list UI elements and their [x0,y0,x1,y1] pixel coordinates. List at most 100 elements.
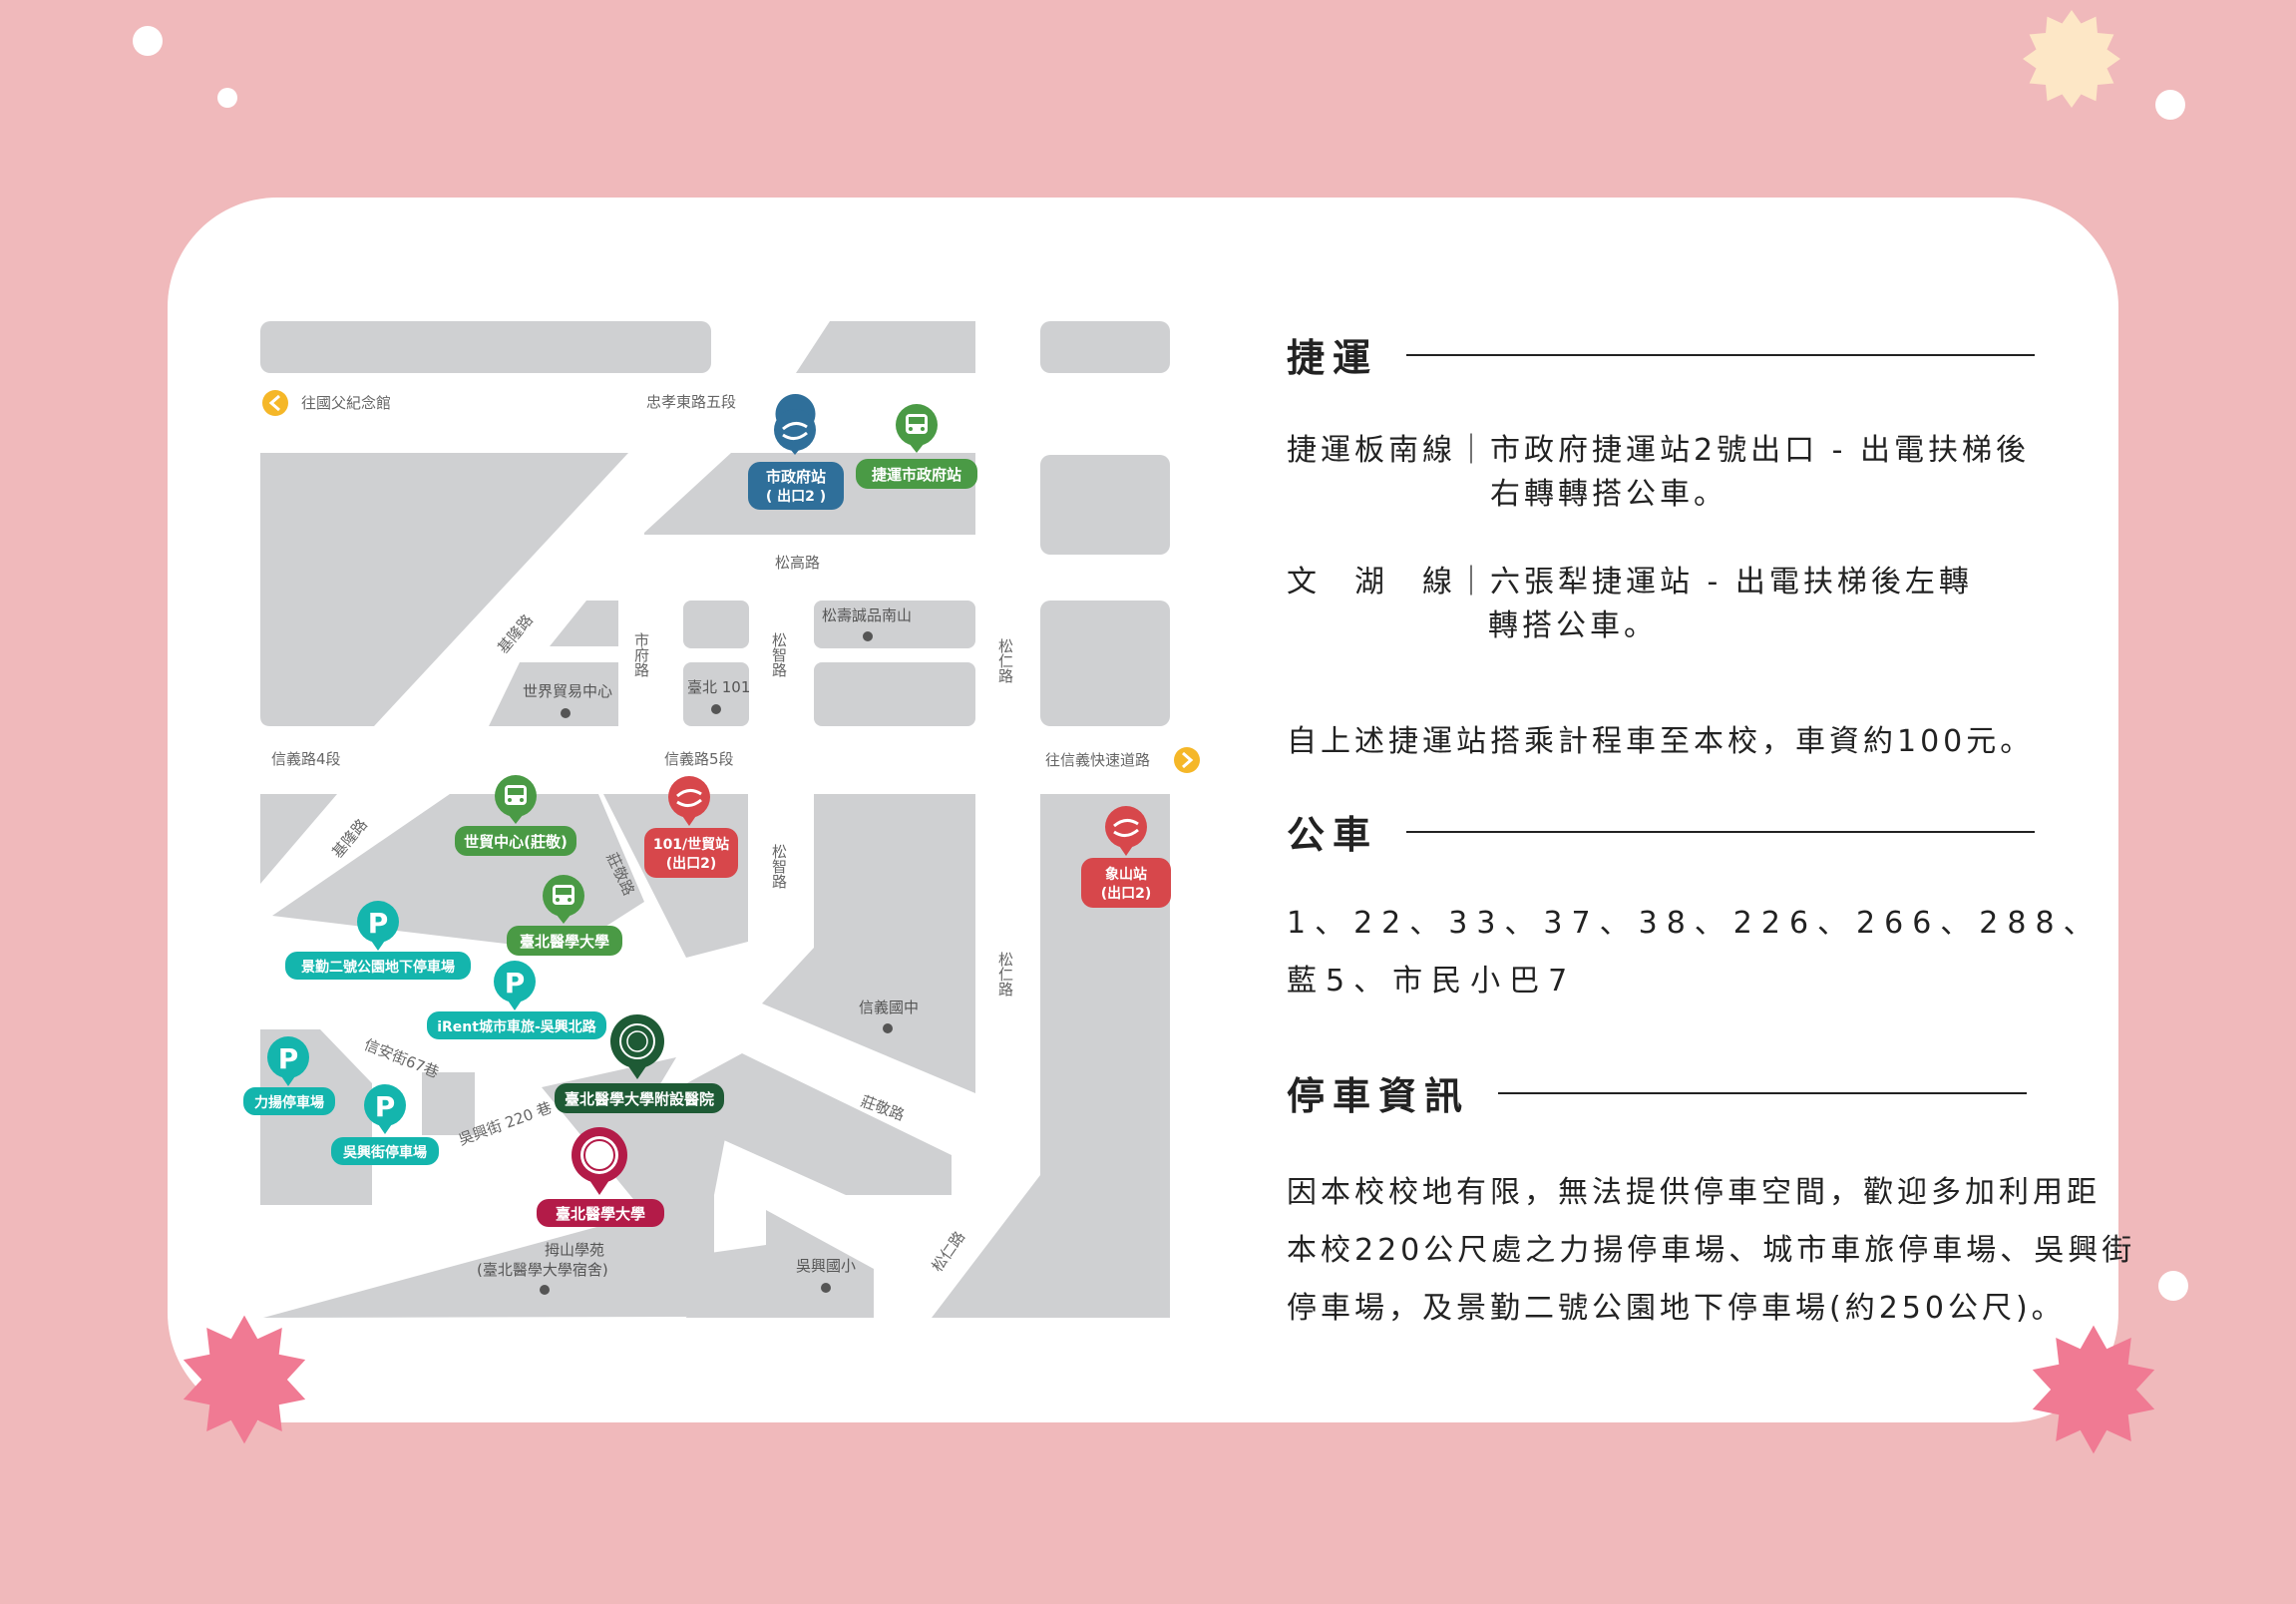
decor-star-cream [2023,10,2120,108]
block [489,662,618,726]
svg-text:景勤二號公園地下停車場: 景勤二號公園地下停車場 [301,959,455,976]
divider [1406,830,2036,833]
street-songren-upper: 松仁路 [996,638,1014,683]
area-map: 往國父紀念館 往信義快速道路 忠孝東路五段 松高路 信義路4段 信義路5段 基隆… [243,321,1200,1318]
bus-routes-line1: 1、22、33、37、38、226、266、288、 [1287,906,2103,941]
arrow-right-icon [1174,747,1200,773]
divider [1498,1091,2028,1094]
block [683,601,749,648]
parking-section-header: 停車資訊 [1287,1065,2028,1120]
svg-text:(出口2): (出口2) [666,855,717,872]
marker-parking-irent[interactable]: P iRent城市車旅-吳興北路 [427,961,606,1039]
street-shifu: 市府路 [632,632,650,677]
block [683,662,749,726]
marker-101-mrt[interactable]: 101/世貿站 (出口2) [644,776,738,878]
parking-title: 停車資訊 [1287,1074,1471,1118]
street-xinyi5: 信義路5段 [664,750,734,768]
marker-city-hall-mrt[interactable]: 市政府站 ( 出口2 ) [748,394,844,510]
block [260,321,711,373]
mrt-icon [676,789,702,807]
svg-text:世貿中心(莊敬): 世貿中心(莊敬) [464,833,568,851]
svg-text:力揚停車場: 力揚停車場 [254,1094,324,1111]
marker-parking-jingqin[interactable]: P 景勤二號公園地下停車場 [285,901,471,980]
place-wuxing-elementary: 吳興國小 [796,1257,856,1275]
parking-line2: 本校220公尺處之力揚停車場、城市車旅停車場、吳興街 [1287,1233,2136,1268]
street-keelung-upper: 基隆路 [494,611,537,657]
marker-city-hall-bus[interactable]: 捷運市政府站 [856,404,977,489]
place-dot [821,1283,831,1293]
mrt-icon [1113,819,1139,837]
mrt-wenhu-line1: 文 湖 線｜六張犁捷運站 - 出電扶梯後左轉 [1287,565,1973,600]
parking-icon: P [278,1042,299,1075]
block [796,321,975,373]
street-xinan: 信安街67巷 [362,1035,442,1081]
parking-icon: P [505,967,526,1000]
svg-text:(出口2): (出口2) [1101,885,1152,902]
svg-text:吳興街停車場: 吳興街停車場 [343,1144,427,1161]
bus-icon [553,885,574,905]
block [646,1053,952,1195]
svg-text:象山站: 象山站 [1105,866,1147,883]
svg-text:臺北醫學大學附設醫院: 臺北醫學大學附設醫院 [565,1090,714,1108]
university-emblem-icon [580,1136,618,1174]
place-dot [883,1023,893,1033]
mrt-bannan-line1: 捷運板南線｜市政府捷運站2號出口 - 出電扶梯後 [1287,433,2030,468]
hospital-emblem-icon [619,1023,655,1059]
marker-tmu-bus[interactable]: 臺北醫學大學 [507,875,622,956]
parking-icon: P [368,907,389,940]
parking-line1: 因本校校地有限，無法提供停車空間，歡迎多加利用距 [1287,1175,2101,1210]
svg-text:iRent城市車旅-吳興北路: iRent城市車旅-吳興北路 [437,1018,597,1035]
street-songren-lower: 松仁路 [929,1228,969,1275]
direction-expressway: 往信義快速道路 [1045,751,1150,769]
mrt-section-header: 捷運 [1287,327,2036,382]
block [762,794,975,1093]
svg-text:( 出口2 ): ( 出口2 ) [766,488,826,505]
street-songren-mid: 松仁路 [996,952,1014,997]
city-blocks [260,321,1170,1318]
mrt-bannan-line2: 右轉轉搭公車。 [1490,477,1727,512]
decor-dot [2158,1271,2188,1301]
block [814,662,975,726]
marker-wtc-bus[interactable]: 世貿中心(莊敬) [455,775,576,856]
block [1040,455,1170,555]
marker-university[interactable]: 臺北醫學大學 [537,1127,664,1227]
divider [1406,353,2036,356]
bus-icon [505,785,527,805]
svg-text:臺北醫學大學: 臺北醫學大學 [556,1205,645,1223]
block [1040,601,1170,726]
svg-text:市政府站: 市政府站 [766,468,826,486]
marker-hospital[interactable]: 臺北醫學大學附設醫院 [555,1014,724,1113]
decor-star-pink [183,1315,306,1444]
svg-text:101/世貿站: 101/世貿站 [653,836,729,853]
direction-memorial: 往國父紀念館 [301,394,391,412]
bus-title: 公車 [1287,813,1379,857]
place-101: 臺北 101 [687,678,750,696]
marker-xiangshan-mrt[interactable]: 象山站 (出口2) [1081,806,1171,908]
street-songzhi-lower: 松智路 [770,844,788,889]
mrt-wenhu-line2: 轉搭公車。 [1488,608,1658,643]
bus-section-header: 公車 [1287,804,2036,859]
block [686,1245,874,1318]
svg-text:捷運市政府站: 捷運市政府站 [872,466,961,484]
place-dot [711,704,721,714]
place-dot [561,708,571,718]
decor-dot [217,88,237,108]
marker-parking-wuxing[interactable]: P 吳興街停車場 [331,1084,439,1165]
marker-parking-liyang[interactable]: P 力揚停車場 [243,1036,335,1115]
block [1040,321,1170,373]
place-dorm-sub: (臺北醫學大學宿舍) [477,1261,608,1279]
street-xinyi4: 信義路4段 [271,750,341,768]
block [260,794,337,884]
decor-dot [2155,90,2185,120]
place-dot [540,1285,550,1295]
block [260,453,628,726]
place-dorm: 拇山學苑 [545,1241,604,1259]
street-songgao: 松高路 [775,554,820,572]
place-eslite: 松壽誠品南山 [822,606,912,624]
street-songzhi-upper: 松智路 [770,632,788,677]
bus-routes-line2: 藍5、市民小巴7 [1287,964,1577,999]
place-dot [863,631,873,641]
bus-icon [906,414,928,434]
parking-icon: P [375,1090,396,1123]
block [814,601,975,648]
